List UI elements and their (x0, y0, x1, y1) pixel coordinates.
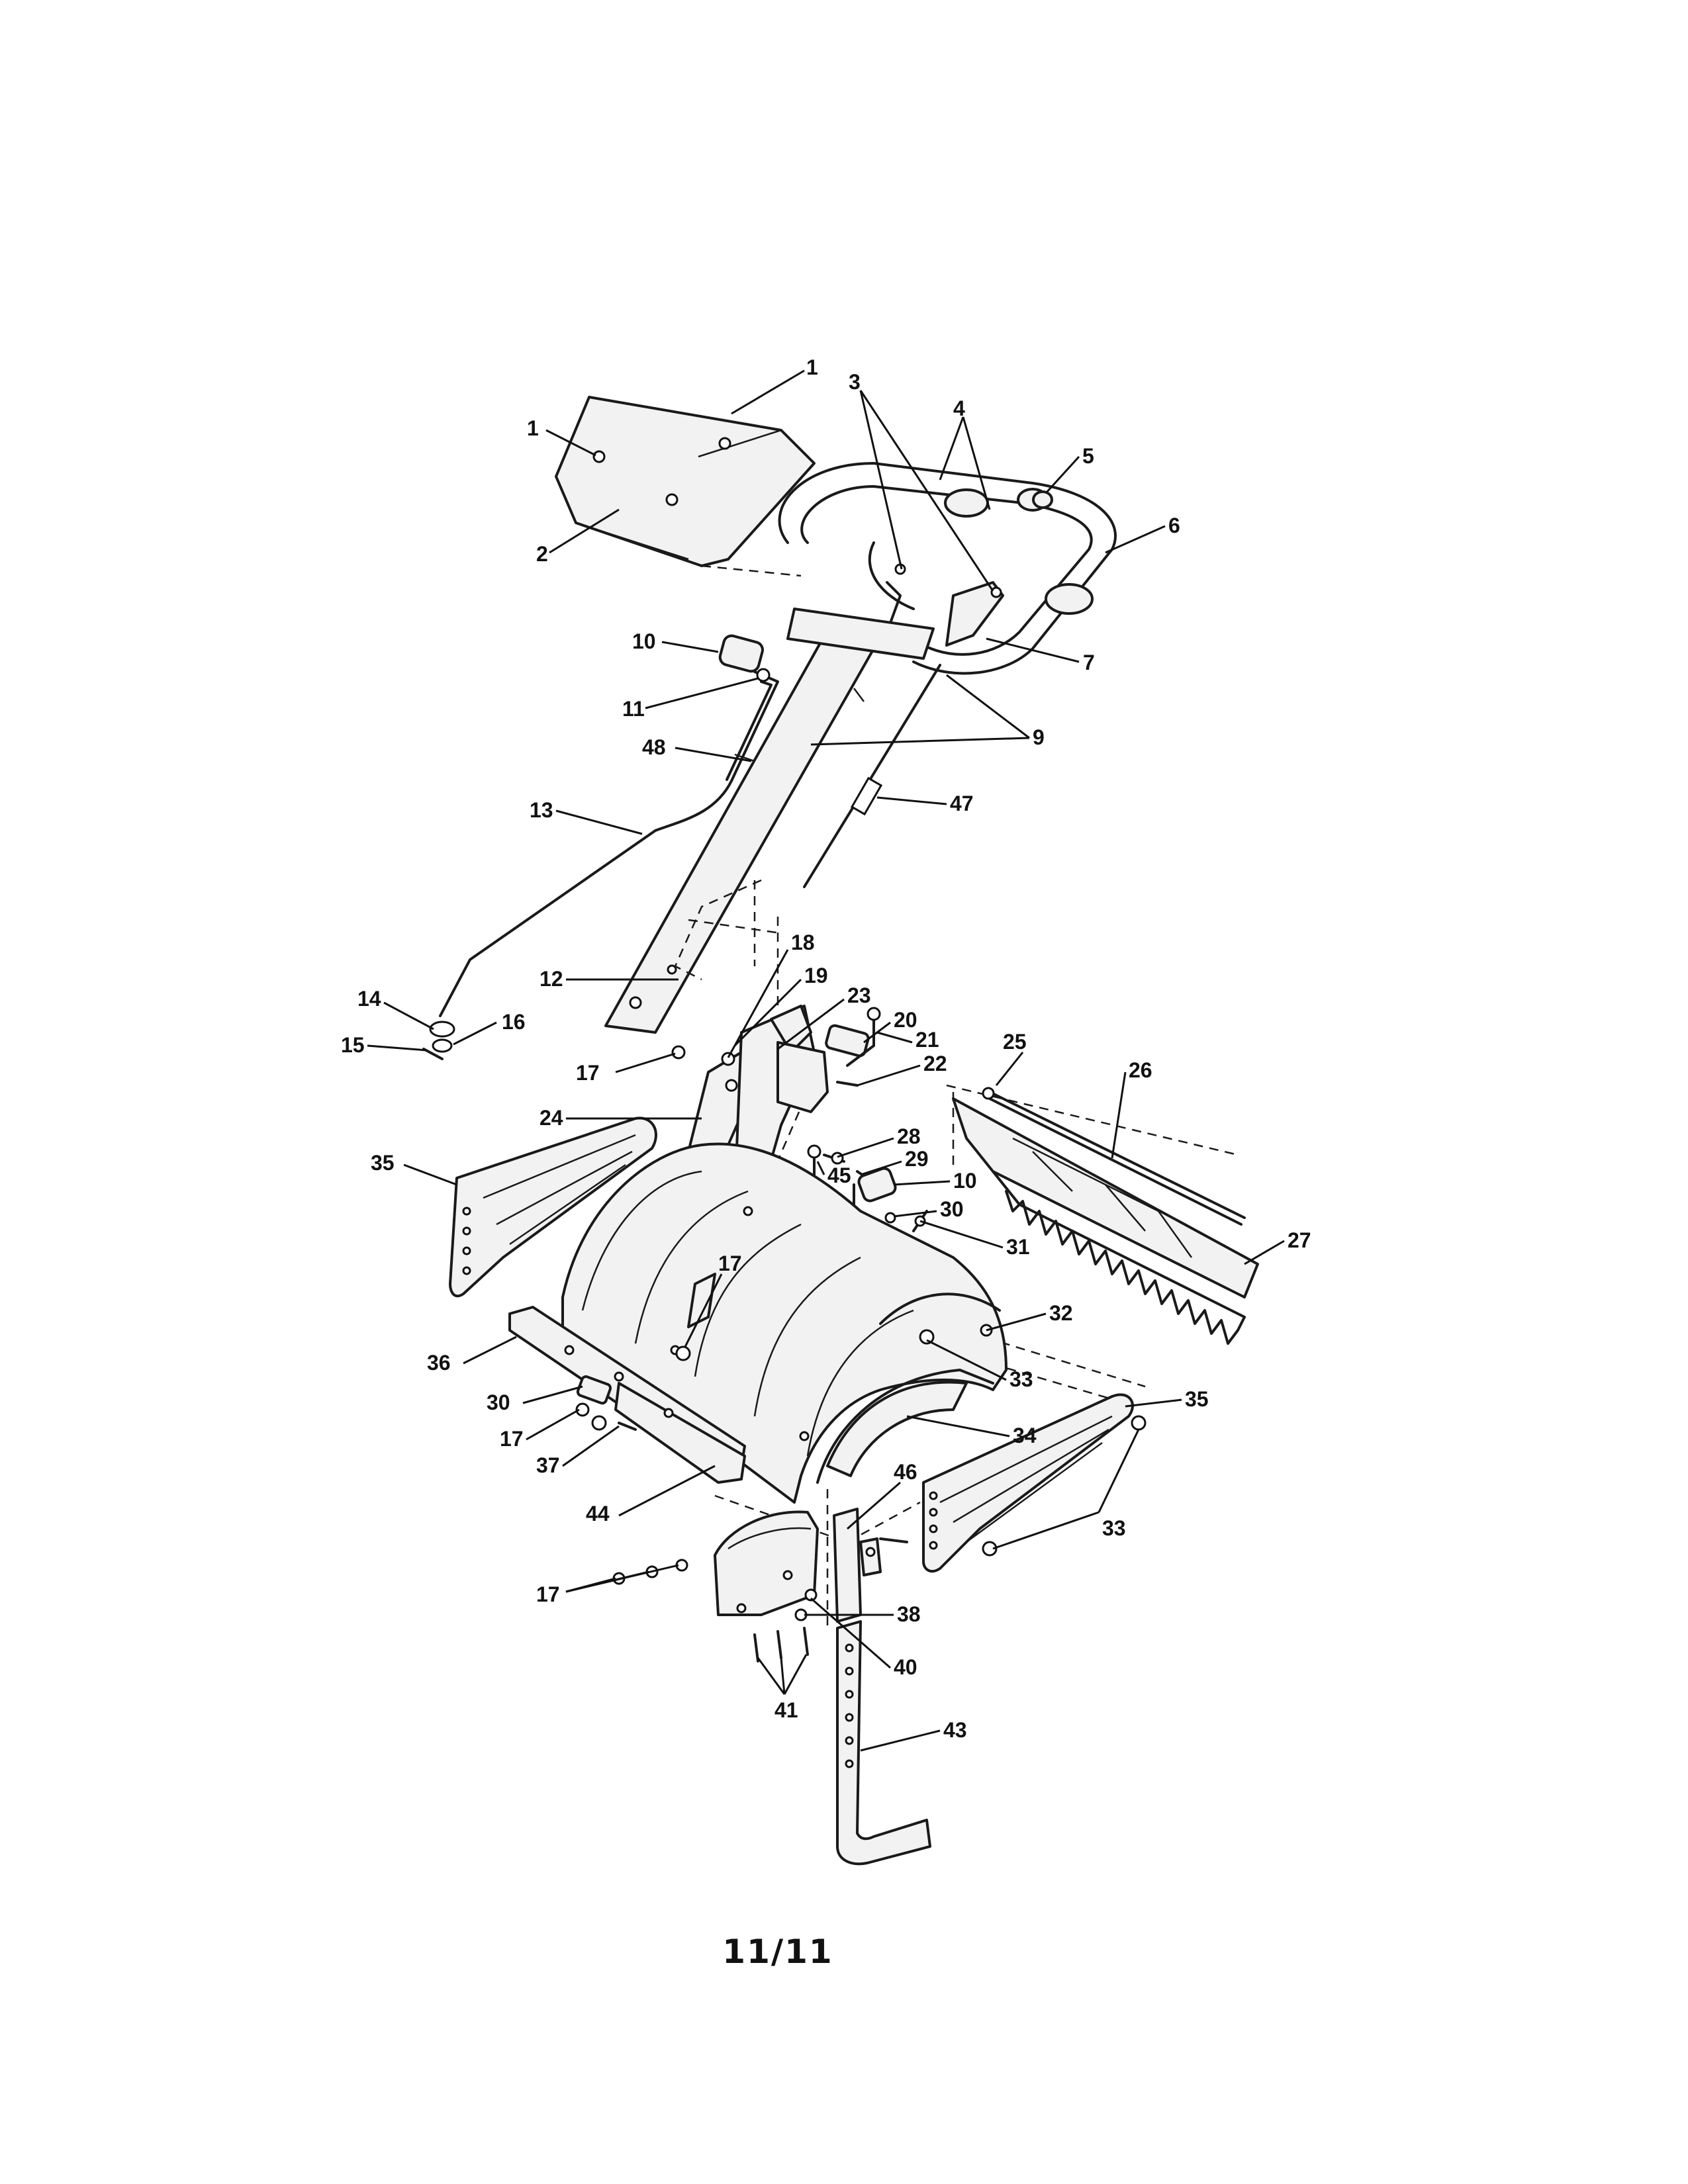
rod-washers (422, 1021, 455, 1060)
callout-28: 28 (897, 1124, 921, 1148)
callout-5: 5 (1082, 444, 1094, 468)
flange-nuts (982, 1415, 1147, 1557)
callout-29: 29 (905, 1147, 929, 1171)
callout-26: 26 (1129, 1058, 1152, 1082)
handle-tube (604, 608, 935, 1034)
callout-17: 17 (536, 1582, 560, 1606)
depth-stake-bracket (833, 1508, 908, 1623)
callout-17: 17 (576, 1061, 600, 1085)
callout-30: 30 (940, 1197, 964, 1221)
tine-shield (561, 1142, 1008, 1504)
callout-1: 1 (806, 355, 818, 379)
callout-33: 33 (1102, 1516, 1126, 1540)
callout-7: 7 (1083, 651, 1095, 674)
handle-grip (1017, 488, 1053, 512)
callout-41: 41 (774, 1698, 798, 1722)
handle-bar-assembly (778, 462, 1117, 675)
callout-17: 17 (500, 1427, 524, 1451)
callout-11: 11 (622, 697, 645, 721)
page-number: 11/11 (722, 1933, 833, 1971)
callout-10: 10 (953, 1169, 977, 1193)
callout-12: 12 (539, 967, 563, 991)
callout-33: 33 (1009, 1367, 1033, 1391)
callout-2: 2 (536, 542, 548, 566)
shield-hinge-strip (508, 1306, 746, 1484)
callout-43: 43 (943, 1718, 967, 1742)
callout-23: 23 (847, 983, 871, 1007)
control-levers (886, 563, 1004, 647)
callout-14: 14 (357, 987, 381, 1011)
callout-18: 18 (791, 931, 815, 954)
callout-16: 16 (502, 1010, 526, 1034)
callout-4: 4 (953, 396, 965, 420)
callout-48: 48 (642, 735, 666, 759)
control-panel-cover (555, 396, 816, 567)
callout-44: 44 (586, 1502, 610, 1525)
callout-1: 1 (527, 416, 539, 440)
callout-10: 10 (632, 629, 656, 653)
callout-35: 35 (371, 1151, 395, 1175)
callout-36: 36 (427, 1351, 451, 1375)
callout-22: 22 (923, 1052, 947, 1075)
callout-32: 32 (1049, 1301, 1073, 1325)
callout-9: 9 (1033, 725, 1045, 749)
callout-35: 35 (1185, 1387, 1209, 1411)
callout-37: 37 (536, 1453, 560, 1477)
hinge-hardware (575, 1375, 637, 1431)
callout-27: 27 (1288, 1228, 1311, 1252)
callout-46: 46 (894, 1460, 917, 1484)
depth-stake-housing (714, 1510, 819, 1662)
callout-6: 6 (1168, 514, 1180, 537)
callout-21: 21 (915, 1028, 939, 1052)
callout-3: 3 (849, 370, 861, 394)
callout-labels: 1 1 2 3 4 5 6 7 9 10 11 48 13 47 12 14 1… (341, 355, 1311, 1742)
shield-rear-arc (816, 1293, 1001, 1484)
leader-lines (367, 369, 1285, 1752)
callout-13: 13 (530, 798, 553, 822)
callout-15: 15 (341, 1033, 365, 1057)
control-cable (803, 664, 941, 888)
callout-40: 40 (894, 1655, 917, 1679)
callout-34: 34 (1013, 1424, 1037, 1447)
callout-47: 47 (950, 792, 974, 815)
callout-20: 20 (894, 1008, 917, 1032)
depth-stake (836, 1620, 931, 1866)
callout-17: 17 (718, 1251, 742, 1275)
callout-38: 38 (897, 1602, 921, 1626)
callout-25: 25 (1003, 1030, 1027, 1054)
callout-31: 31 (1006, 1235, 1030, 1259)
side-shield-right (922, 1393, 1134, 1573)
callout-30: 30 (487, 1390, 510, 1414)
depth-rod (439, 634, 779, 1017)
callout-24: 24 (539, 1106, 563, 1130)
callout-19: 19 (804, 964, 828, 987)
callout-45: 45 (827, 1163, 851, 1187)
drag-bar-assembly (952, 1087, 1259, 1345)
